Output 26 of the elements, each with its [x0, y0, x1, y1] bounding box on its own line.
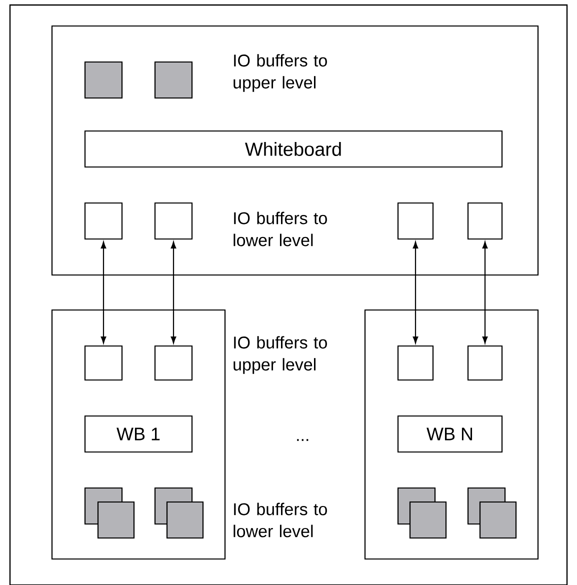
arrow	[412, 242, 418, 344]
buffer-square	[467, 345, 503, 381]
arrow	[482, 242, 488, 344]
arrow	[170, 242, 176, 344]
buffer-square	[467, 202, 503, 240]
arrow	[100, 242, 106, 344]
buffer-square	[84, 202, 123, 240]
caption-text: IO buffers to upper level	[234, 336, 327, 374]
caption-text: IO buffers to upper level	[234, 54, 327, 92]
stacked-buffers	[84, 487, 135, 539]
buffer-square	[84, 345, 123, 381]
caption-text: IO buffers to lower level	[234, 502, 327, 538]
label-box: WB 1	[84, 415, 193, 453]
buffer-square	[84, 61, 123, 99]
caption-text: IO buffers to lower level	[234, 212, 327, 246]
buffer-square	[154, 202, 193, 240]
caption-text: ...	[297, 439, 308, 441]
buffer-square	[154, 61, 193, 99]
stacked-buffers	[397, 487, 447, 539]
label-box: WB N	[397, 415, 503, 453]
buffer-square	[397, 202, 434, 240]
buffer-square	[397, 345, 434, 381]
stacked-buffers	[154, 487, 204, 539]
whiteboard-box: Whiteboard	[84, 130, 503, 168]
stacked-buffers	[467, 487, 517, 539]
buffer-square	[154, 345, 193, 381]
